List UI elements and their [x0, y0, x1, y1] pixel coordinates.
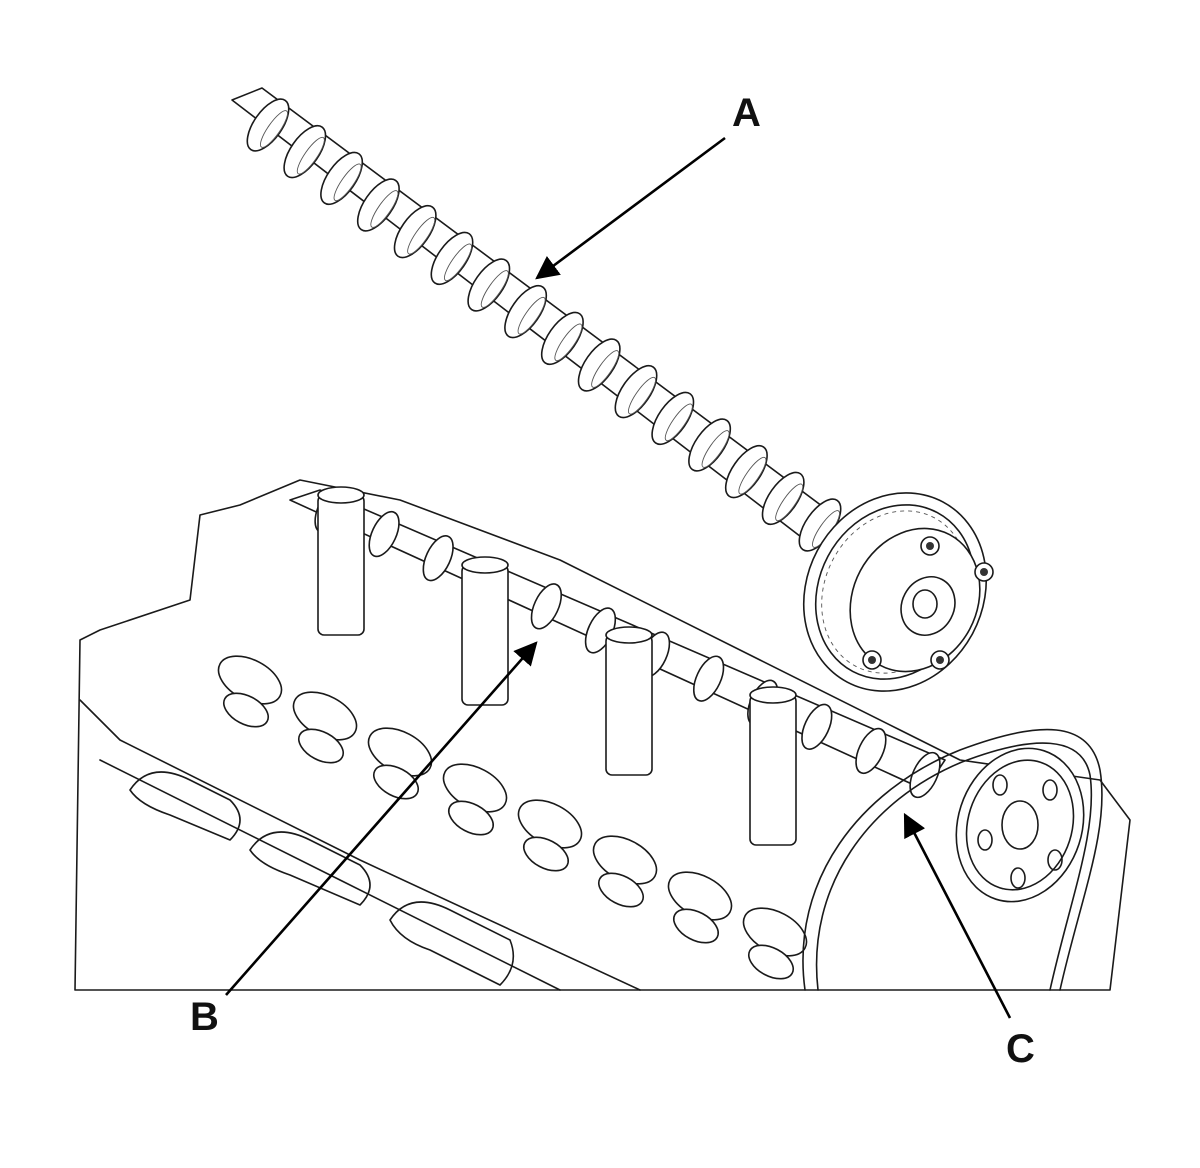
line-art-detail: [283, 125, 327, 179]
leader-line-a: [535, 136, 726, 280]
line-art-detail: [296, 136, 325, 175]
line-art-detail: [577, 338, 621, 392]
line-art-detail: [628, 376, 656, 415]
callout-b: B: [190, 995, 219, 1039]
leader-line-c: [903, 812, 1012, 1019]
line-art-detail: [407, 216, 436, 255]
timing-chain-icon: [802, 728, 1103, 991]
line-art-detail: [430, 231, 474, 285]
line-art-detail: [724, 445, 768, 499]
callout-c: C: [1006, 1027, 1035, 1071]
cylinder-head-icon: [74, 479, 1131, 991]
line-art-detail: [467, 258, 511, 312]
line-art-detail: [692, 655, 725, 702]
line-art-detail: [223, 692, 269, 728]
line-art-detail: [370, 190, 399, 228]
line-art-detail: [246, 98, 290, 152]
line-art-detail: [598, 872, 644, 908]
line-art-detail: [523, 836, 569, 872]
rocker-shaft-pins: [317, 486, 797, 846]
line-art-detail: [260, 110, 288, 148]
leader-line-b: [225, 641, 538, 996]
callout-a: A: [732, 91, 761, 135]
line-art-detail: [748, 944, 794, 980]
line-art-detail: [368, 510, 400, 558]
line-art-detail: [517, 296, 546, 335]
line-art-detail: [673, 908, 719, 944]
line-art-detail: [298, 728, 344, 764]
line-art-detail: [448, 800, 494, 836]
line-art-detail: [591, 350, 620, 388]
line-art-detail: [356, 178, 400, 232]
line-art-detail: [801, 703, 833, 750]
line-art-detail: [688, 418, 732, 472]
line-art-detail: [855, 727, 887, 775]
line-art-detail: [775, 483, 804, 522]
line-art-detail: [393, 205, 437, 259]
line-art-detail: [614, 365, 658, 419]
line-art-detail: [761, 471, 805, 525]
camshaft-icon: [231, 87, 994, 692]
line-art-detail: [333, 163, 362, 202]
line-art-detail: [444, 243, 472, 282]
line-art-detail: [651, 391, 695, 445]
line-art-detail: [530, 583, 563, 630]
line-art-detail: [540, 311, 584, 365]
line-art-detail: [480, 270, 509, 308]
line-art-detail: [504, 285, 548, 339]
cam-sprocket-icon: [802, 492, 994, 692]
line-art-detail: [554, 323, 583, 362]
line-art-detail: [320, 151, 364, 205]
line-art-detail: [422, 535, 454, 582]
line-art-detail: [664, 403, 693, 442]
line-art-detail: [701, 430, 730, 468]
line-art-detail: [738, 456, 767, 495]
